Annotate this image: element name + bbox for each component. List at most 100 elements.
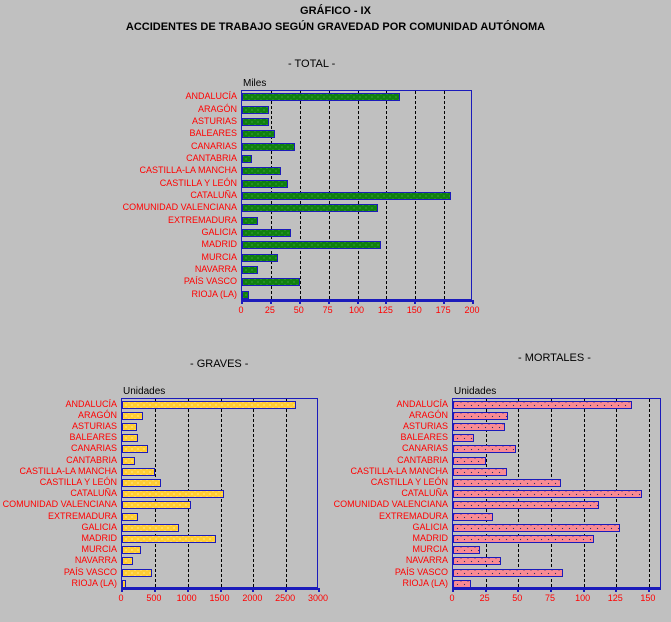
category-label: PAÍS VASCO [394,567,448,577]
bar [122,479,162,487]
bar [242,291,249,299]
axis-tick-label: 500 [146,593,162,603]
bar [453,524,621,532]
axis-tick [285,588,288,592]
axis-tick [615,588,618,592]
bar [242,180,289,188]
category-label: EXTREMADURA [167,215,237,225]
axis-tick-label: 175 [435,305,451,315]
axis-tick-label: 0 [449,593,455,603]
bar [453,490,643,498]
bar [242,155,253,163]
category-label: RIOJA (LA) [71,578,117,588]
bar [122,412,143,420]
axis-tick [252,588,255,592]
category-label: CASTILLA Y LEÓN [370,477,448,487]
bar [242,192,452,200]
axis-tick [318,588,320,592]
axis-tick-label: 25 [479,593,490,603]
category-label: ANDALUCÍA [185,91,237,101]
category-label: CASTILLA-LA MANCHA [19,466,117,476]
bar [122,445,149,453]
axis-tick [517,588,520,592]
axis-tick [298,300,301,304]
axis-tick [385,300,388,304]
category-label: CATALUÑA [190,190,237,200]
plot-area-total [241,90,472,300]
axis-tick [549,588,552,592]
category-label: MURCIA [412,544,449,554]
category-label: EXTREMADURA [378,511,448,521]
category-label: MURCIA [201,252,238,262]
axis-tick [443,300,446,304]
axis-tick-label: 1000 [176,593,197,603]
bar [242,217,259,225]
category-label: CANTABRIA [397,455,448,465]
category-label: ASTURIAS [71,421,117,431]
bar [122,468,155,476]
category-label: MADRID [81,533,118,543]
chart-title-graves: - GRAVES - [190,358,249,370]
plot-area-mortales [452,398,661,588]
axis-tick [647,588,650,592]
axis-tick-label: 0 [118,593,124,603]
axis-tick-label: 0 [238,305,244,315]
chart-title-mortales: - MORTALES - [518,352,591,364]
category-label: GALICIA [201,227,237,237]
category-label: CANARIAS [70,443,117,453]
bar [122,423,138,431]
category-label: ARAGÓN [77,410,117,420]
category-label: NAVARRA [74,555,117,565]
axis-tick-label: 50 [512,593,523,603]
axis-tick-label: 200 [464,305,480,315]
category-label: MURCIA [81,544,118,554]
bar [242,130,276,138]
page-title: GRÁFICO - IX ACCIDENTES DE TRABAJO SEGÚN… [0,0,671,33]
category-label: CANARIAS [190,141,237,151]
bar [122,557,134,565]
axis-tick-label: 125 [377,305,393,315]
bar [242,204,379,212]
bar [122,501,191,509]
category-label: ARAGÓN [197,104,237,114]
bar [122,546,142,554]
category-label: CANARIAS [401,443,448,453]
category-label: RIOJA (LA) [191,289,237,299]
bar [242,241,381,249]
bar [242,266,259,274]
axis-tick-label: 2000 [242,593,263,603]
category-label: CASTILLA-LA MANCHA [350,466,448,476]
plot-area-graves [121,398,318,588]
bar [453,546,481,554]
bar [453,535,595,543]
bar [453,479,562,487]
unit-label-graves: Unidades [123,386,166,397]
axis-tick-label: 150 [640,593,656,603]
category-label: CANTABRIA [66,455,117,465]
category-label: CATALUÑA [70,488,117,498]
category-label: ARAGÓN [408,410,448,420]
bar [242,106,269,114]
category-label: ASTURIAS [402,421,448,431]
bar [453,468,507,476]
category-label: NAVARRA [405,555,448,565]
category-label: CASTILLA Y LEÓN [39,477,117,487]
gridline [286,399,288,587]
category-label: COMUNIDAD VALENCIANA [2,499,117,509]
bar [122,524,180,532]
category-label: CANTABRIA [186,153,237,163]
graphic-subtitle: ACCIDENTES DE TRABAJO SEGÚN GRAVEDAD POR… [125,21,546,33]
bar [242,167,282,175]
chart-title-total: - TOTAL - [288,58,336,70]
bar [453,569,563,577]
category-label: CASTILLA Y LEÓN [159,178,237,188]
category-label: PAÍS VASCO [183,276,237,286]
axis-tick-label: 3000 [307,593,329,603]
bar [453,434,474,442]
bar [242,93,401,101]
bar [453,445,516,453]
bar [453,412,508,420]
bar [453,423,506,431]
